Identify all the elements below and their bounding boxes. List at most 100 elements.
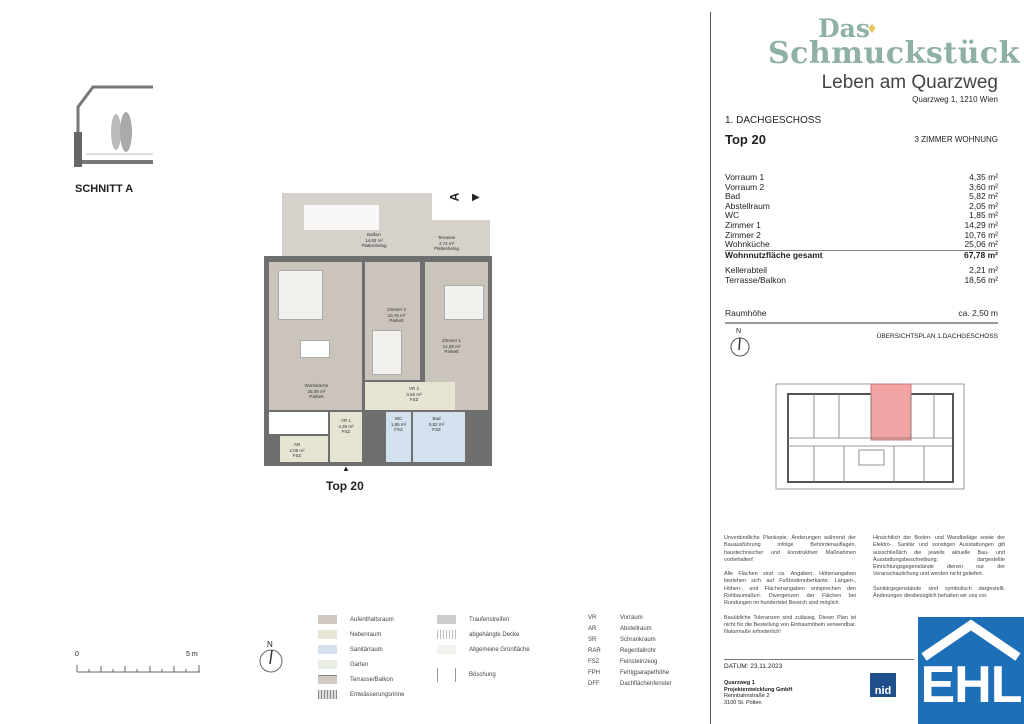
nid-logo: nid — [870, 673, 896, 697]
disclaimer-paragraph: Bauübliche Toleranzen sind zulässig. Die… — [724, 614, 856, 636]
bed-zimmer-1 — [444, 285, 484, 320]
disclaimer-paragraph: Sanitärgegenstände sind symbolisch darge… — [873, 585, 1005, 600]
swatch-nebenraum — [318, 630, 337, 639]
disclaimer-paragraph: Hinsichtlich der Boden- und Wandbeläge s… — [873, 535, 1005, 578]
room-height-row: Raumhöhe ca. 2,50 m — [725, 308, 998, 324]
legend-label: Böschung — [469, 672, 496, 678]
disclaimer-paragraph: Unverbindliche Plankopie. Änderungen wäh… — [724, 535, 856, 563]
area-value: 4,35 m² — [969, 172, 998, 182]
total-label: Wohnnutzfläche gesamt — [725, 249, 823, 260]
abbr-code: RAR — [588, 648, 601, 654]
disclaimer-right: Hinsichtlich der Boden- und Wandbeläge s… — [873, 535, 1005, 607]
legend-label: Entwässerungsrinne — [350, 691, 405, 698]
area-value: 14,29 m² — [964, 219, 998, 230]
company-line: 3100 St. Pölten — [724, 699, 762, 706]
area-value: 1,85 m² — [969, 210, 998, 221]
abbr-label: Abstellraum — [620, 626, 652, 632]
legend-label: Allgemeine Grünfläche — [469, 646, 530, 653]
abbr-code: SR — [588, 637, 597, 643]
company-info: Quarzweg 1 Projektentwicklung GmbH Rennb… — [724, 680, 792, 706]
company-line: Projektentwicklung GmbH — [724, 686, 793, 693]
section-title: SCHNITT A — [75, 183, 134, 195]
house-roof-icon — [921, 619, 1021, 661]
plan-unit-label: Top 20 — [326, 479, 364, 493]
abbr-code: FSZ — [588, 659, 600, 665]
legend-label: Aufenthaltsraum — [350, 616, 394, 623]
room-vr1 — [330, 412, 362, 462]
compass-icon — [259, 649, 283, 673]
abbr-label: Schrankraum — [620, 637, 656, 643]
company-line: Quarzweg 1 — [724, 680, 755, 686]
abbr-label: Dachflächenfenster — [620, 681, 672, 687]
north-label: N — [267, 640, 273, 649]
area-label: Vorraum 1 — [725, 172, 765, 182]
abbr-label: Regenfallrohr — [620, 648, 657, 654]
unit-type: 3 ZIMMER WOHNUNG — [914, 135, 998, 144]
legend-fills: Aufenthaltsraum Nebenraum Sanitärraum Ga… — [318, 615, 404, 699]
overview-north-label: N — [736, 328, 742, 335]
abbr-label: Fertigparapethöhe — [620, 670, 670, 676]
legend-label: Traufenstreifen — [469, 616, 510, 623]
scale-bar — [76, 665, 200, 673]
area-row: Zimmer 1 14,29 m² — [725, 219, 998, 231]
entrance-arrow-icon: ▲ — [342, 464, 350, 473]
abbr-code: FPH — [588, 670, 600, 676]
area-label: Vorraum 2 — [725, 181, 765, 192]
area-row: Vorraum 1 4,35 m² — [725, 172, 998, 183]
legend-label: Nebenraum — [350, 631, 382, 638]
room-vr2 — [365, 382, 455, 410]
company-line: Rennbahnstraße 2 — [724, 693, 770, 699]
legend-label: Garten — [350, 661, 369, 668]
swatch-traufenstreifen — [437, 615, 456, 624]
abbr-code: DFF — [588, 681, 600, 687]
section-arrow-icon: ▶ — [472, 192, 480, 203]
abbr-label: Feinsteinzeug — [620, 659, 658, 665]
date: DATUM: 23.11.2023 — [724, 659, 914, 670]
abbr-label: Vorraum — [620, 615, 643, 621]
height-label: Raumhöhe — [725, 308, 767, 318]
ehl-logo-text: EHL — [920, 656, 1023, 714]
area-label: Zimmer 1 — [725, 219, 761, 230]
legend-label: Terrasse/Balkon — [350, 676, 394, 683]
overview-compass-icon — [730, 337, 750, 357]
terrace-area — [432, 220, 490, 260]
swatch-entwaesserungsrinne — [318, 690, 337, 699]
abbr-code: VR — [588, 615, 597, 621]
sofa — [278, 270, 323, 320]
logo-das: Das — [818, 14, 870, 43]
room-bad — [413, 412, 465, 462]
swatch-abgehaengte-decke — [437, 630, 456, 639]
bed-zimmer-2 — [372, 330, 402, 375]
area-label: Wohnküche — [725, 239, 770, 250]
diamond-icon: ♦ — [868, 20, 877, 37]
area-value: 5,82 m² — [969, 191, 998, 202]
total-value: 67,78 m² — [963, 249, 998, 260]
legend-patterns: Traufenstreifen abgehängte Decke Allgeme… — [437, 615, 530, 682]
section-a-drawing-icon — [74, 85, 153, 167]
legend-label: Sanitärraum — [350, 646, 383, 653]
floor-label: 1. DACHGESCHOSS — [725, 115, 822, 126]
height-value: ca. 2,50 m — [958, 308, 998, 318]
swatch-aufenthaltsraum — [318, 615, 337, 624]
room-wc — [386, 412, 411, 462]
area-value: 10,76 m² — [964, 229, 998, 240]
logo-schmuckstueck: Schmuckstück — [768, 36, 1020, 71]
kitchen-counter — [269, 412, 328, 434]
